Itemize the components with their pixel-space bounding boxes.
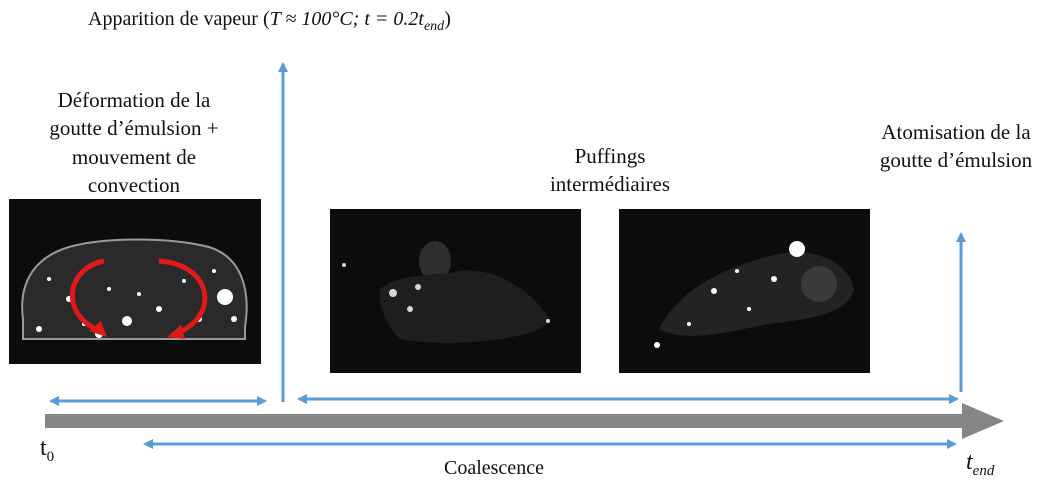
deformation-line-1: Déformation de la — [57, 88, 211, 112]
t0-base: t — [40, 435, 47, 461]
time-axis-arrowhead — [962, 403, 1004, 439]
droplet-deformation-photo — [9, 199, 261, 364]
coalescence-text: Coalescence — [444, 457, 544, 479]
puffings-line-1: Puffings — [574, 144, 646, 168]
atomisation-label: Atomisation de la goutte d’émulsion — [866, 118, 1046, 175]
vapour-label-suffix: ) — [444, 8, 451, 30]
vapour-label-math: T ≈ 100°C; t = 0.2t — [269, 8, 424, 30]
tend-base: t — [966, 449, 973, 475]
atomisation-line-2: goutte d’émulsion — [879, 148, 1033, 173]
t0-label: t0 — [40, 432, 54, 467]
tend-label: tend — [966, 446, 994, 481]
deformation-label: Déformation de la goutte d’émulsion + mo… — [16, 86, 252, 199]
deformation-line-3: mouvement de — [71, 144, 197, 169]
puffing-photo-2 — [619, 209, 870, 373]
puffings-line-2: intermédiaires — [549, 172, 671, 197]
puffings-label: Puffings intermédiaires — [520, 142, 700, 199]
deformation-line-4: convection — [87, 173, 181, 198]
atomisation-line-1: Atomisation de la — [881, 120, 1031, 144]
time-axis — [45, 414, 965, 428]
vapour-label-prefix: Apparition de vapeur ( — [88, 8, 270, 30]
t0-sub: 0 — [46, 448, 55, 465]
tend-sub: end — [972, 462, 995, 479]
vapour-label-math-sub: end — [423, 19, 445, 34]
vapour-appearance-label: Apparition de vapeur (T ≈ 100°C; t = 0.2… — [88, 6, 451, 37]
coalescence-label: Coalescence — [444, 455, 544, 482]
deformation-line-2: goutte d’émulsion + — [49, 116, 219, 141]
puffing-photo-1 — [330, 209, 581, 373]
